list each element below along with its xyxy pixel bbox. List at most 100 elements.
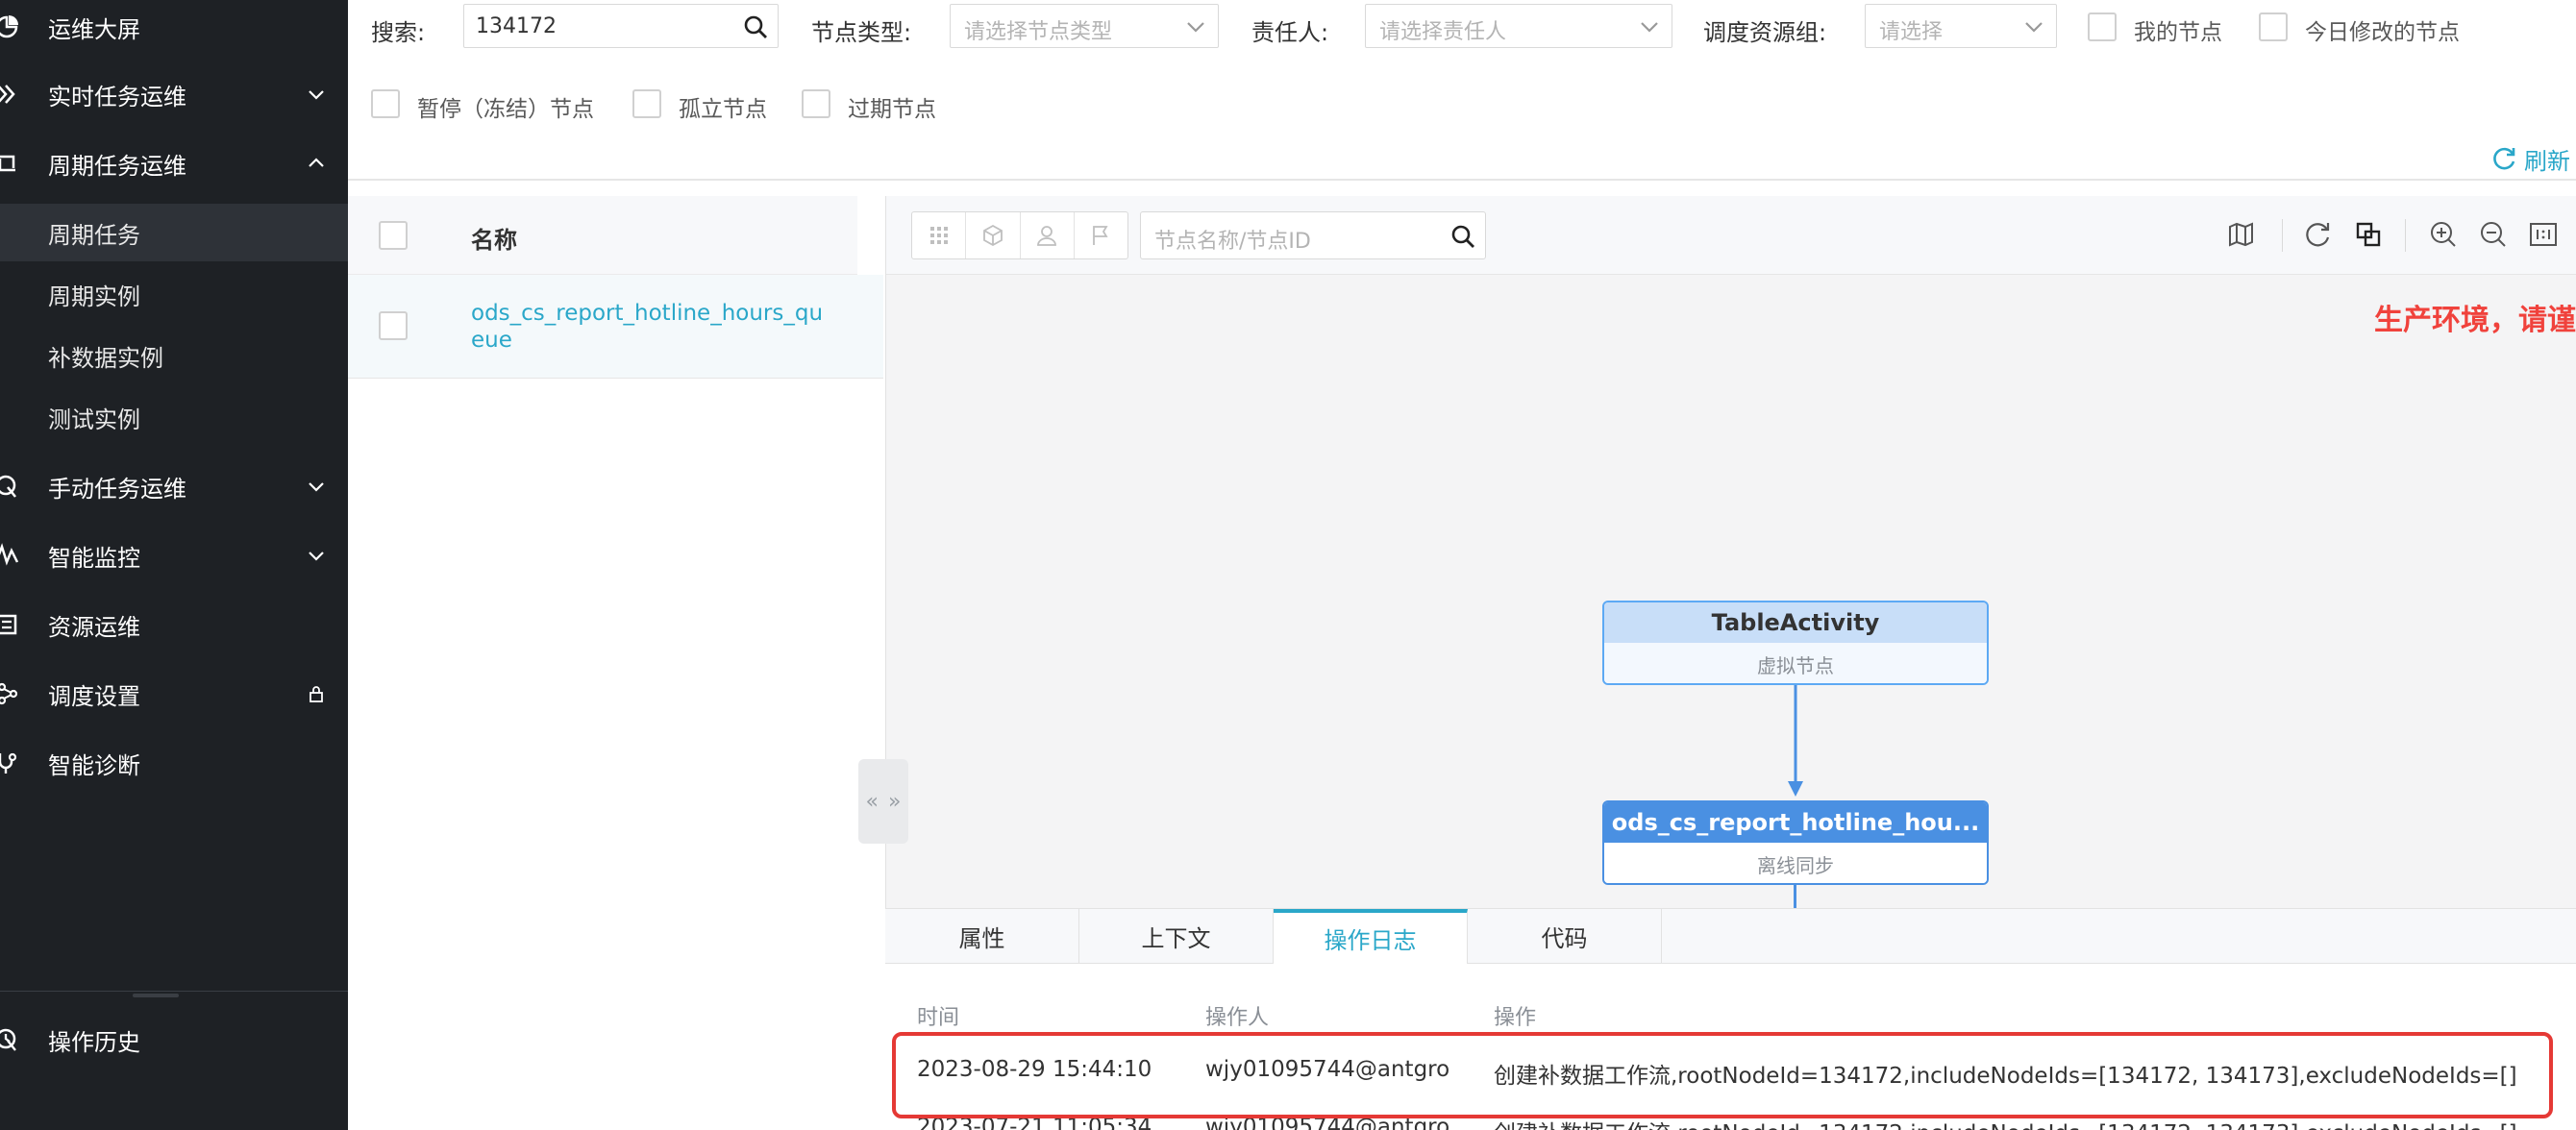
resource-group-select[interactable]: 请选择 <box>1865 4 2057 48</box>
sidebar-item-label: 实时任务运维 <box>48 83 186 111</box>
sidebar-item-test-instance[interactable]: 测试实例 <box>0 388 348 446</box>
search-icon[interactable] <box>1450 224 1475 249</box>
refresh-icon <box>2493 147 2515 170</box>
sidebar-item-schedule-settings[interactable]: 调度设置 <box>0 665 348 723</box>
tab-code[interactable]: 代码 <box>1468 909 1662 964</box>
today-modified-checkbox[interactable] <box>2259 12 2288 41</box>
select-all-checkbox[interactable] <box>379 221 408 250</box>
node-title: TableActivity <box>1604 602 1987 643</box>
list-item[interactable]: ods_cs_report_hotline_hours_queue <box>348 275 883 379</box>
log-operator: wjy01095744@antgro <box>1205 1115 1450 1130</box>
list-header: 名称 <box>348 196 857 275</box>
sidebar-item-dashboard[interactable]: 运维大屏 <box>0 0 348 56</box>
production-warning: 生产环境，请谨 <box>2374 304 2576 337</box>
sidebar-item-label: 调度设置 <box>48 682 140 710</box>
schedule-share-icon <box>0 682 18 705</box>
graph-toolbar: 节点名称/节点ID <box>886 196 2576 275</box>
sidebar-item-backfill-instance[interactable]: 补数据实例 <box>0 327 348 384</box>
isolated-nodes-checkbox[interactable] <box>632 89 661 118</box>
search-label: 搜索: <box>371 19 426 46</box>
sidebar-item-smart-monitor[interactable]: 智能监控 <box>0 527 348 584</box>
sidebar-item-cycle-instance[interactable]: 周期实例 <box>0 265 348 323</box>
cube-icon <box>982 224 1003 247</box>
sidebar: 运维大屏 实时任务运维 周期任务运维 周期任务 周期实例 补数据实例 测试实例 … <box>0 0 348 1130</box>
sidebar-item-cycle-task[interactable]: 周期任务 <box>0 204 348 261</box>
search-input[interactable]: 134172 <box>463 4 779 48</box>
row-checkbox[interactable] <box>379 311 408 340</box>
sidebar-item-operation-history[interactable]: 操作历史 <box>0 1011 348 1069</box>
chevron-down-icon <box>1187 22 1204 33</box>
expired-nodes-checkbox[interactable] <box>802 89 830 118</box>
sidebar-item-label: 操作历史 <box>48 1028 140 1056</box>
chevron-down-icon <box>1641 22 1658 33</box>
refresh-label: 刷新 <box>2524 147 2570 175</box>
detail-tabs: 属性 上下文 操作日志 代码 <box>885 908 2576 964</box>
graph-search-input[interactable]: 节点名称/节点ID <box>1140 211 1486 259</box>
panel-collapse-handle[interactable]: « » <box>858 759 908 844</box>
actual-size-icon[interactable] <box>2528 219 2559 250</box>
resource-group-placeholder: 请选择 <box>1879 20 1944 44</box>
sidebar-item-label: 周期任务运维 <box>48 152 186 180</box>
log-action: 创建补数据工作流,rootNodeId=134172,includeNodeId… <box>1494 1064 2517 1089</box>
refresh-button[interactable]: 刷新 <box>2489 142 2570 175</box>
sidebar-item-label: 周期任务 <box>48 221 140 249</box>
sidebar-item-cycle-tasks[interactable]: 周期任务运维 <box>0 135 348 192</box>
sidebar-item-smart-diagnosis[interactable]: 智能诊断 <box>0 734 348 792</box>
layout-switch-icon[interactable] <box>2353 219 2384 250</box>
detail-panel: 属性 上下文 操作日志 代码 时间 操作人 操作 2023-08-29 15:4… <box>885 908 2576 1130</box>
realtime-task-icon <box>0 85 15 104</box>
reload-icon[interactable] <box>2303 219 2334 250</box>
owner-select[interactable]: 请选择责任人 <box>1365 4 1672 48</box>
log-action: 创建补数据工作流,rootNodeId=134172,includeNodeId… <box>1494 1115 2517 1130</box>
map-icon[interactable] <box>2226 219 2257 250</box>
dag-edge-arrow <box>1788 685 1803 797</box>
zoom-out-icon[interactable] <box>2478 219 2509 250</box>
log-column-operator: 操作人 <box>1205 1006 1270 1030</box>
sidebar-item-label: 运维大屏 <box>48 15 140 43</box>
node-type: 虚拟节点 <box>1604 643 1987 683</box>
dag-node-current[interactable]: ods_cs_report_hotline_hou... 离线同步 <box>1602 800 1989 885</box>
grid-view-button[interactable] <box>912 212 967 258</box>
dashboard-pie-icon <box>0 15 18 38</box>
cube-button[interactable] <box>966 212 1021 258</box>
node-name-link[interactable]: ods_cs_report_hotline_hours_queue <box>471 301 824 353</box>
dag-node-upstream[interactable]: TableActivity 虚拟节点 <box>1602 601 1989 685</box>
sidebar-item-label: 手动任务运维 <box>48 475 186 503</box>
paused-nodes-checkbox[interactable] <box>371 89 400 118</box>
log-time: 2023-08-29 15:44:10 <box>917 1057 1152 1082</box>
flag-button[interactable] <box>1075 212 1127 258</box>
node-type-select[interactable]: 请选择节点类型 <box>950 4 1219 48</box>
log-column-action: 操作 <box>1494 1006 1537 1030</box>
log-column-time: 时间 <box>917 1006 960 1030</box>
sidebar-item-manual-tasks[interactable]: 手动任务运维 <box>0 457 348 515</box>
search-input-value: 134172 <box>476 14 557 38</box>
node-type: 离线同步 <box>1604 843 1987 883</box>
log-time: 2023-07-21 11:05:34 <box>917 1115 1152 1130</box>
tab-context[interactable]: 上下文 <box>1079 909 1274 964</box>
expired-nodes-label: 过期节点 <box>848 97 936 122</box>
tab-operation-log[interactable]: 操作日志 <box>1274 909 1468 964</box>
zoom-in-icon[interactable] <box>2428 219 2459 250</box>
sidebar-item-label: 补数据实例 <box>48 344 163 372</box>
my-nodes-checkbox[interactable] <box>2088 12 2117 41</box>
node-title: ods_cs_report_hotline_hou... <box>1604 802 1987 843</box>
user-icon <box>1037 226 1057 246</box>
history-icon <box>0 1028 16 1051</box>
sidebar-resize-grip[interactable] <box>133 994 179 997</box>
owner-label: 责任人: <box>1251 19 1329 46</box>
chevron-down-icon <box>309 552 324 561</box>
tab-properties[interactable]: 属性 <box>885 909 1079 964</box>
diagnosis-stethoscope-icon <box>0 752 17 774</box>
user-filter-button[interactable] <box>1021 212 1075 258</box>
lock-icon <box>310 686 323 702</box>
flag-icon <box>1093 226 1108 245</box>
sidebar-item-label: 周期实例 <box>48 282 140 310</box>
isolated-nodes-label: 孤立节点 <box>679 97 767 122</box>
toolbar-separator <box>2282 219 2283 252</box>
owner-placeholder: 请选择责任人 <box>1379 20 1507 44</box>
sidebar-item-realtime-tasks[interactable]: 实时任务运维 <box>0 65 348 123</box>
monitor-wave-icon <box>0 543 19 566</box>
graph-search-placeholder: 节点名称/节点ID <box>1154 230 1311 254</box>
sidebar-item-resource-ops[interactable]: 资源运维 <box>0 596 348 653</box>
search-icon[interactable] <box>743 14 768 39</box>
